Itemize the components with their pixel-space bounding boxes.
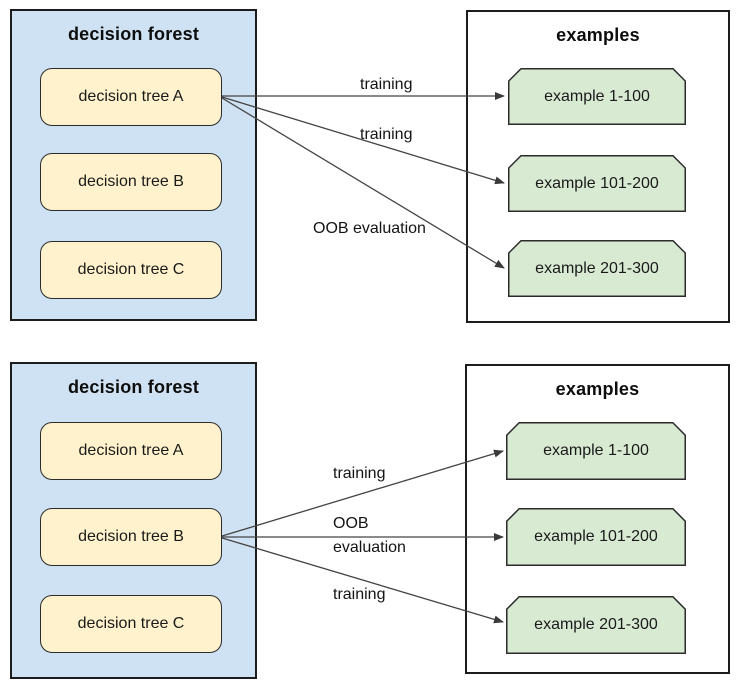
chamfered-card-shape [506, 596, 686, 654]
tree-node-label: decision tree B [78, 173, 184, 190]
arrow-label-training-1: training [333, 465, 386, 482]
forest-title: decision forest [67, 24, 200, 44]
tree-node-b: decision tree B [40, 508, 222, 566]
arrow-label-training-2: training [333, 586, 386, 603]
arrow-label-training-1: training [360, 76, 413, 93]
example-node-2: example 101-200 [508, 155, 686, 212]
example-node-1: example 1-100 [506, 422, 686, 480]
example-node-label: example 201-300 [534, 616, 658, 633]
arrow-label-oob-evaluation: OOB evaluation [313, 220, 426, 237]
chamfered-card-shape [508, 155, 686, 212]
tree-node-b: decision tree B [40, 153, 222, 211]
chamfered-card-shape [506, 422, 686, 480]
example-node-label: example 101-200 [534, 528, 658, 545]
examples-title: examples [555, 379, 640, 399]
example-node-3: example 201-300 [506, 596, 686, 654]
arrow-label-training-2: training [360, 126, 413, 143]
chamfered-card-shape [508, 68, 686, 125]
example-node-3: example 201-300 [508, 240, 686, 297]
chamfered-card-shape [508, 240, 686, 297]
example-node-1: example 1-100 [508, 68, 686, 125]
tree-node-c: decision tree C [40, 241, 222, 299]
tree-node-label: decision tree C [77, 261, 185, 278]
tree-node-a: decision tree A [40, 68, 222, 126]
example-node-label: example 101-200 [535, 174, 659, 192]
tree-node-label: decision tree C [77, 615, 185, 632]
arrow-label-oob-evaluation: OOB evaluation [333, 515, 406, 556]
tree-node-c: decision tree C [40, 595, 222, 653]
example-node-label: example 201-300 [535, 259, 659, 277]
examples-title: examples [556, 25, 640, 45]
example-node-label: example 1-100 [544, 87, 650, 105]
tree-node-label: decision tree A [78, 88, 184, 105]
tree-node-a: decision tree A [40, 422, 222, 480]
tree-node-label: decision tree A [78, 442, 184, 459]
forest-title: decision forest [67, 377, 200, 397]
example-node-2: example 101-200 [506, 508, 686, 566]
example-node-label: example 1-100 [543, 442, 649, 459]
tree-node-label: decision tree B [78, 528, 184, 545]
chamfered-card-shape [506, 508, 686, 566]
